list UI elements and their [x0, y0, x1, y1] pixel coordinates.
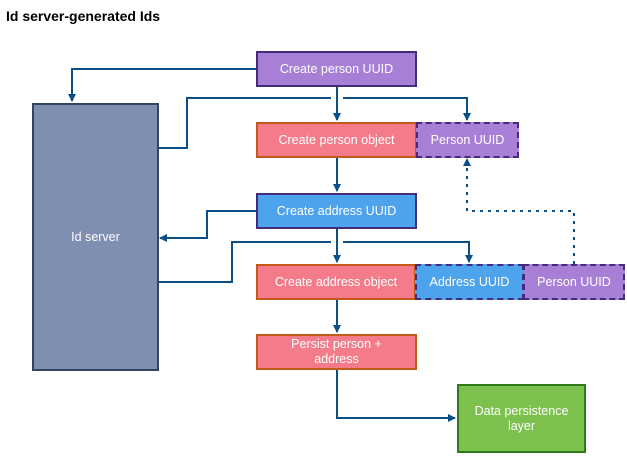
create-address-object-node: Create address object [256, 264, 416, 300]
create-address-uuid-node: Create address UUID [256, 193, 417, 229]
edge-idserver-return-1 [158, 97, 331, 149]
address-person-uuid-field: Person UUID [523, 264, 625, 300]
edge-uuid-to-idserver [68, 68, 256, 102]
person-uuid-field: Person UUID [416, 122, 519, 158]
edge-persist-to-data-layer [336, 369, 456, 422]
create-person-object-node: Create person object [256, 122, 417, 158]
address-uuid-field: Address UUID [415, 264, 524, 300]
edge-uuid-to-person-uuid [343, 97, 471, 121]
edge-address-uuid-to-uuid [343, 241, 473, 263]
create-person-uuid-node: Create person UUID [256, 51, 417, 87]
data-persistence-layer-node: Data persistence layer [457, 384, 586, 453]
persist-node: Persist person + address [256, 334, 417, 370]
edge-person-uuid-reference [463, 158, 575, 264]
edge-address-uuid-to-idserver [159, 210, 256, 242]
id-server-node: Id server [32, 103, 159, 371]
diagram-title: Id server-generated Ids [6, 8, 161, 24]
edge-idserver-return-2 [158, 241, 331, 283]
